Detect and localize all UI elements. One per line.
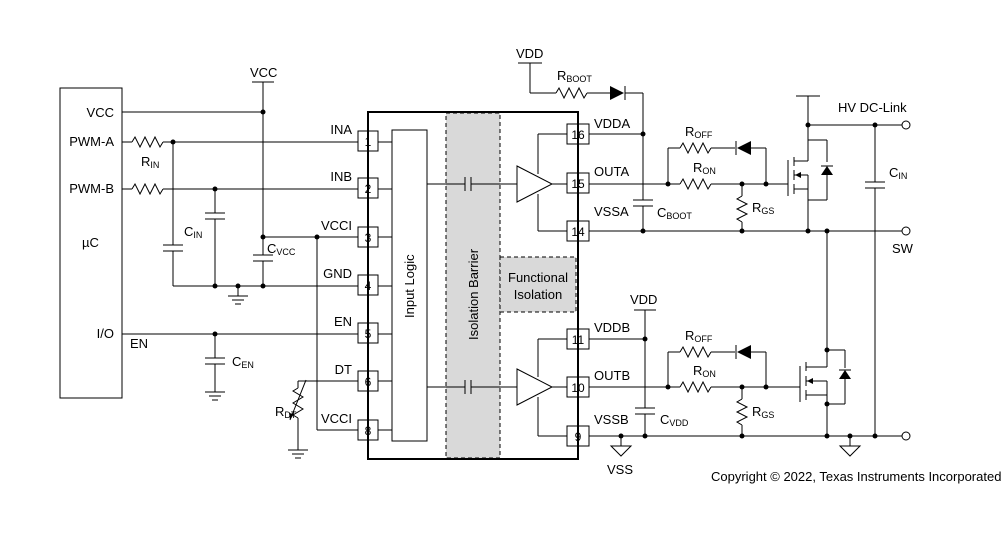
roff-a-resistor <box>679 141 712 155</box>
rin-label: RIN <box>141 154 159 170</box>
pin-2-name: INB <box>330 169 352 184</box>
functional-isolation-block <box>499 256 577 313</box>
roff-b-label: ROFF <box>685 328 713 344</box>
pin-10-num: 10 <box>571 381 585 395</box>
mosfet-low-side <box>799 338 851 436</box>
pin-4-name: GND <box>323 266 352 281</box>
vdd-top-label: VDD <box>516 46 543 61</box>
roff-a-label: ROFF <box>685 124 713 140</box>
cvdd-label: CVDD <box>660 412 689 428</box>
functional-isolation-line-2: Isolation <box>514 287 562 302</box>
pin-8-num: 8 <box>365 424 372 438</box>
pin-6-num: 6 <box>365 375 372 389</box>
pin-1-num: 1 <box>365 135 372 149</box>
pin-14-num: 14 <box>571 225 585 239</box>
vdd-mid-label: VDD <box>630 292 657 307</box>
mcu-name: µC <box>82 235 99 250</box>
ic-body <box>367 111 579 460</box>
pin-15-num: 15 <box>571 177 585 191</box>
vss-ground-symbol <box>609 445 633 457</box>
pin-11-num: 11 <box>572 333 585 347</box>
rin-b-resistor <box>131 182 164 196</box>
sw-label: SW <box>892 241 914 256</box>
rboot-resistor <box>555 86 588 100</box>
ic-right-pins: 16 VDDA 15 OUTA 14 VSSA 11 VDDB 10 OUTB … <box>566 116 630 447</box>
mcu-pin-pwm-b: PWM-B <box>69 181 114 196</box>
rboot-label: RBOOT <box>557 68 592 84</box>
vcc-top-label: VCC <box>250 65 277 80</box>
pin-1-name: INA <box>330 122 352 137</box>
rgs-a-label: RGS <box>752 200 774 216</box>
pin-5-num: 5 <box>365 327 372 341</box>
isolation-barrier-label: Isolation Barrier <box>466 248 481 340</box>
vss-label: VSS <box>607 462 633 477</box>
mcu-pin-pwm-a: PWM-A <box>69 134 114 149</box>
power-ground-symbol <box>838 445 862 457</box>
input-logic-label: Input Logic <box>402 254 417 318</box>
pin-3-num: 3 <box>365 231 372 245</box>
copyright-text: Copyright © 2022, Texas Instruments Inco… <box>711 469 1001 484</box>
pin-15-name: OUTA <box>594 164 629 179</box>
rdt-label: RDT <box>275 404 297 420</box>
pin-3-name: VCCI <box>321 218 352 233</box>
pin-9-name: VSSB <box>594 412 629 427</box>
ron-a-resistor <box>679 177 712 191</box>
roff-b-diode <box>737 345 751 359</box>
ic-left-pins: 1 INA 2 INB 3 VCCI 4 GND 5 EN 6 DT 8 VCC… <box>321 122 379 441</box>
hv-dc-link-label: HV DC-Link <box>838 100 907 115</box>
roff-a-diode <box>737 141 751 155</box>
rin-a-resistor <box>131 135 164 149</box>
buffer-b <box>516 368 554 406</box>
pin-8-name: VCCI <box>321 411 352 426</box>
cin-left-label: CIN <box>184 224 202 240</box>
pin-5-name: EN <box>334 314 352 329</box>
mcu-pin-vcc: VCC <box>87 105 114 120</box>
ron-b-resistor <box>679 380 712 394</box>
pin-14-name: VSSA <box>594 204 629 219</box>
en-net-label: EN <box>130 336 148 351</box>
buffer-a <box>516 165 554 203</box>
rgs-a-resistor <box>735 195 749 223</box>
rgs-b-label: RGS <box>752 404 774 420</box>
mcu-pin-io: I/O <box>97 326 114 341</box>
mosfet-high-side <box>787 95 833 231</box>
pin-16-num: 16 <box>571 128 585 142</box>
rgs-b-resistor <box>735 398 749 426</box>
functional-isolation-line-1: Functional <box>508 270 568 285</box>
pin-10-name: OUTB <box>594 368 630 383</box>
ron-a-label: RON <box>693 160 716 176</box>
boot-diode <box>610 86 624 100</box>
cboot-label: CBOOT <box>657 205 692 221</box>
pin-11-name: VDDB <box>594 320 630 335</box>
cvcc-label: CVCC <box>267 241 296 257</box>
cen-label: CEN <box>232 354 254 370</box>
pin-4-num: 4 <box>365 279 372 293</box>
roff-b-resistor <box>679 345 712 359</box>
pin-16-name: VDDA <box>594 116 630 131</box>
pin-9-num: 9 <box>575 430 582 444</box>
cin-right-label: CIN <box>889 165 907 181</box>
pin-2-num: 2 <box>365 182 372 196</box>
pin-6-name: DT <box>335 362 352 377</box>
mcu-block <box>59 87 123 399</box>
ron-b-label: RON <box>693 363 716 379</box>
